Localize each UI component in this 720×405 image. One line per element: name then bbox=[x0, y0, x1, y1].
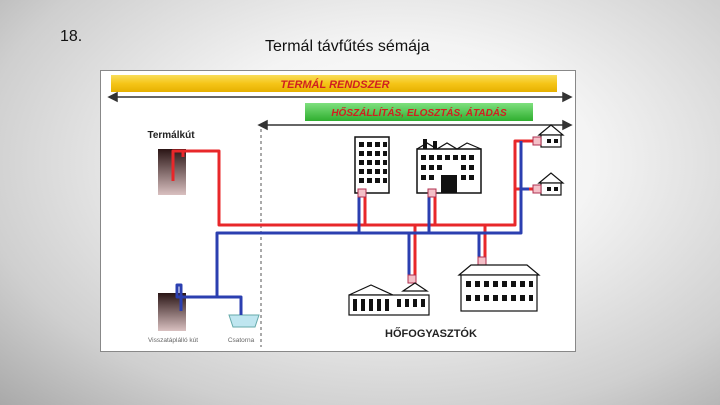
thermal-heating-diagram: TERMÁL RENDSZER HŐSZÁLLÍTÁS, ELOSZTÁS, Á… bbox=[100, 70, 576, 352]
slide-title: Termál távfűtés sémája bbox=[265, 38, 430, 55]
factory-building-icon bbox=[416, 139, 482, 194]
sewer-basin-icon bbox=[228, 314, 260, 328]
termal-rendszer-banner bbox=[111, 75, 557, 92]
house-icon-top bbox=[537, 124, 565, 148]
heat-consumers-label: HŐFOGYASZTÓK bbox=[385, 327, 477, 340]
thermal-well-label: Termálkút bbox=[147, 130, 195, 141]
long-building-icon bbox=[457, 264, 541, 312]
hoszallitas-banner bbox=[305, 103, 533, 121]
termal-rendszer-label: TERMÁL RENDSZER bbox=[280, 78, 389, 91]
house-icon-bottom bbox=[537, 172, 565, 196]
slide-number: 18. bbox=[60, 28, 83, 45]
diagram-canvas: TERMÁL RENDSZER HŐSZÁLLÍTÁS, ELOSZTÁS, Á… bbox=[107, 75, 573, 347]
sewer-label: Csatorna bbox=[228, 337, 255, 344]
system-extent-arrow bbox=[107, 91, 573, 103]
reinjection-well-label: Visszatáplálló kút bbox=[148, 337, 198, 344]
cold-return-pipes bbox=[175, 141, 529, 315]
classical-building-icon bbox=[348, 282, 430, 316]
apartment-building-icon bbox=[354, 136, 390, 194]
hoszallitas-label: HŐSZÁLLÍTÁS, ELOSZTÁS, ÁTADÁS bbox=[331, 106, 507, 119]
heat-exchanger-markers bbox=[357, 136, 542, 284]
distribution-extent-arrow bbox=[257, 119, 573, 131]
